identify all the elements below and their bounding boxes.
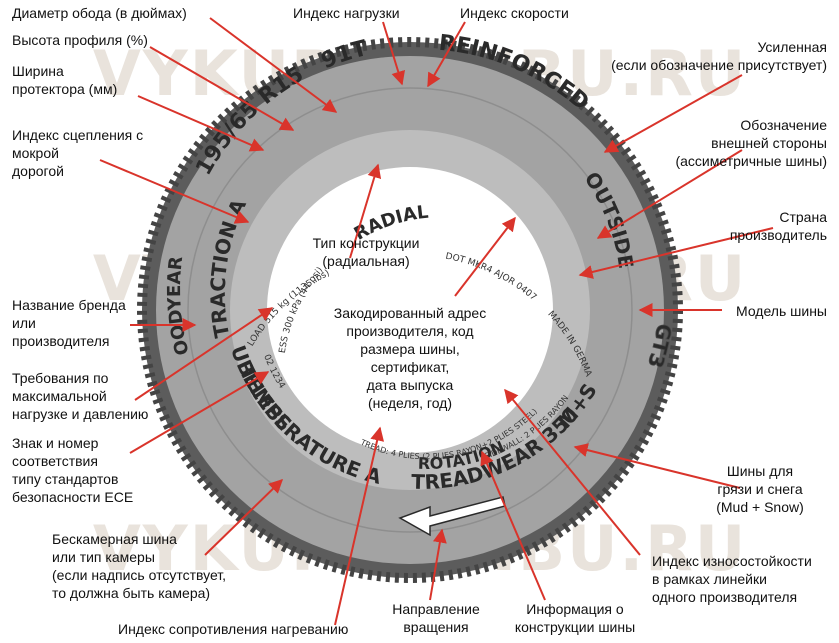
arrow-wet-grip [99, 159, 250, 224]
label-construction-info: Информация о конструкции шины [514, 601, 636, 635]
arrow-rotation [429, 528, 447, 601]
label-construction-type: Тип конструкции (радиальная) [312, 235, 420, 269]
label-wet-grip: Индекс сцепления с мокрой дорогой [12, 127, 144, 179]
arrow-construction-type [349, 163, 382, 259]
arrow-heat-resistance [334, 426, 385, 626]
arrow-coded-address [454, 216, 516, 297]
label-tubeless: Бескамерная шина или тип камеры (если на… [52, 531, 227, 601]
label-treadwear: Индекс износостойкости в рамках линейки … [652, 553, 812, 605]
arrow-speed-index [427, 21, 466, 88]
tire-rim-hole [267, 167, 553, 453]
label-rotation: Направление вращения [392, 601, 480, 635]
label-ece: Знак и номер соответствия типу стандарто… [12, 435, 134, 505]
label-profile-height: Высота профиля (%) [12, 32, 148, 48]
label-outer-side: Обозначение внешней стороны (ассиметричн… [675, 117, 827, 169]
arrow-rim-diameter [209, 17, 338, 113]
arrow-load-index [382, 21, 406, 86]
arrow-tread-width [137, 95, 265, 152]
arrow-tubeless [204, 479, 284, 556]
label-model: Модель шины [736, 303, 827, 319]
label-coded-address: Закодированный адрес производителя, код … [333, 305, 487, 411]
arrow-reinforced [603, 74, 743, 153]
label-max-load: Требования по максимальной нагрузке и да… [12, 370, 149, 422]
arrow-profile-height [149, 46, 295, 131]
label-reinforced: Усиленная (если обозначение присутствует… [611, 39, 827, 73]
arrow-mud-snow [573, 443, 741, 489]
label-mud-snow: Шины для грязи и снега (Mud + Snow) [716, 463, 804, 515]
label-speed-index: Индекс скорости [460, 5, 569, 21]
arrow-max-load [134, 307, 274, 401]
label-rim-diameter: Диаметр обода (в дюймах) [12, 5, 187, 21]
label-heat-resistance: Индекс сопротивления нагреванию [118, 621, 349, 637]
label-country: Страна производитель [729, 209, 827, 243]
arrow-treadwear [504, 388, 641, 556]
arrow-construction-info [480, 450, 546, 601]
label-tread-width: Ширина протектора (мм) [12, 63, 118, 97]
label-load-index: Индекс нагрузки [293, 5, 400, 21]
arrow-outer-side [596, 149, 743, 239]
callout-arrows [99, 17, 774, 626]
arrow-country [578, 227, 774, 279]
label-brand: Название бренда или производителя [12, 297, 126, 349]
sidewall-ring [187, 87, 633, 533]
arrow-ece [129, 371, 270, 454]
